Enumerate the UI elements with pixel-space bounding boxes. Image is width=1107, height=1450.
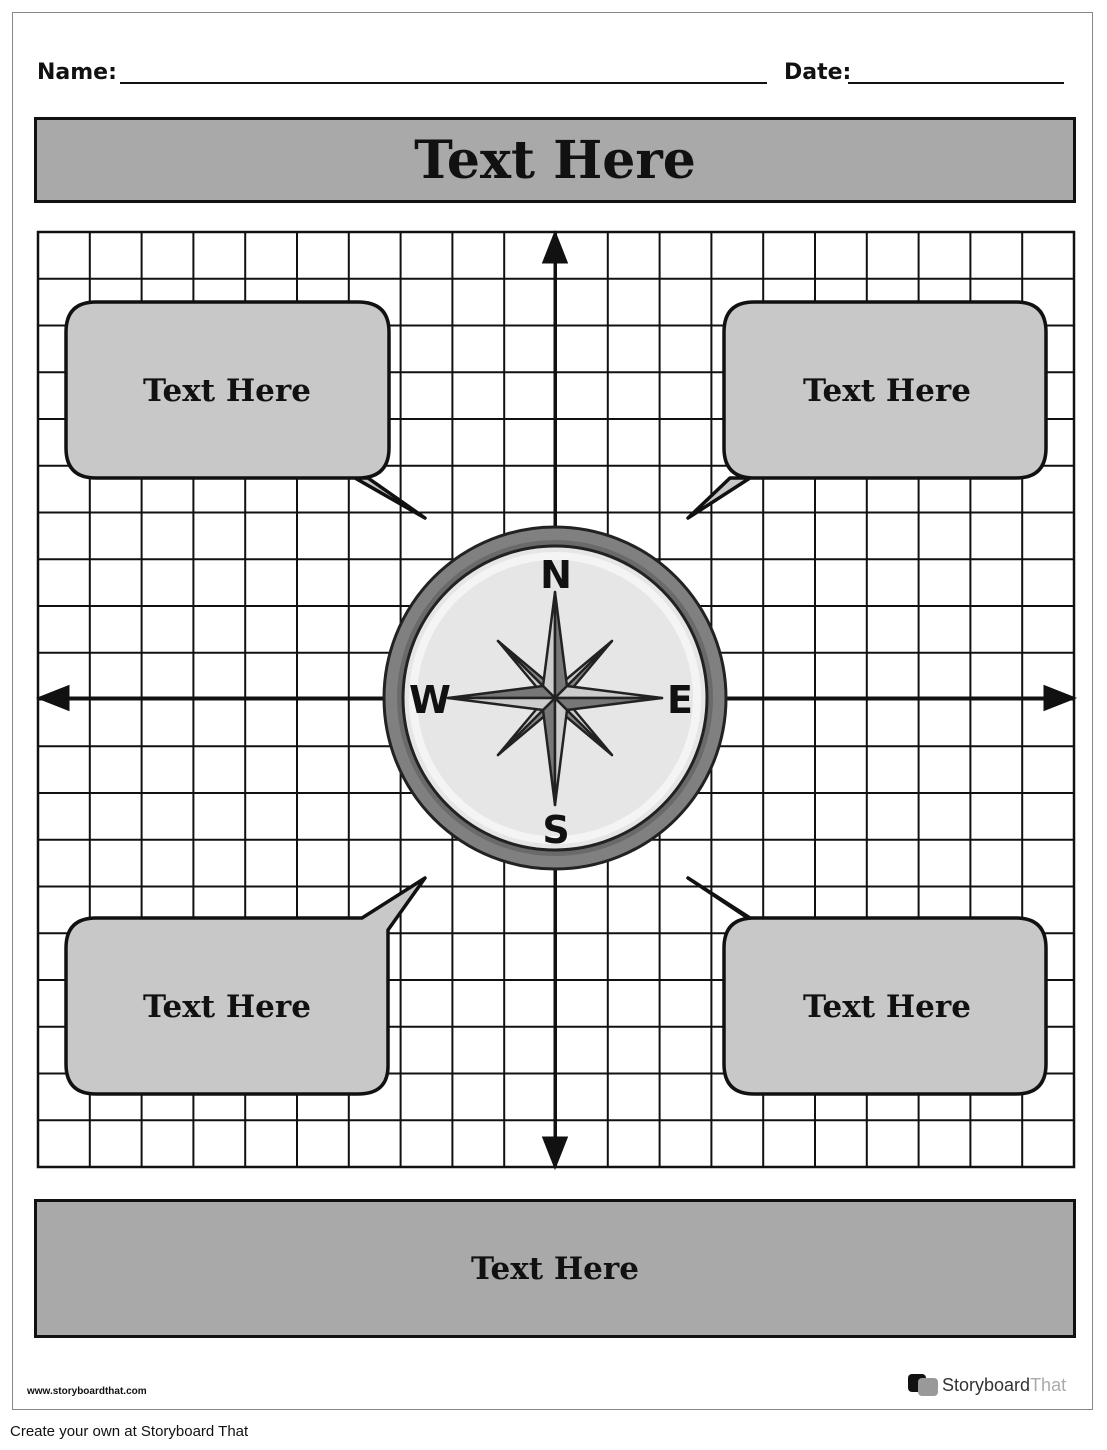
bottom-text-box[interactable]: Text Here: [34, 1199, 1076, 1338]
compass-north: N: [540, 553, 572, 597]
arrow-left-icon: [35, 684, 70, 712]
speech-bubble-top-right: [686, 300, 1048, 520]
title-box[interactable]: Text Here: [34, 117, 1076, 203]
name-label: Name:: [37, 60, 117, 85]
website-url[interactable]: www.storyboardthat.com: [27, 1386, 147, 1397]
arrow-down-icon: [541, 1136, 569, 1171]
date-field[interactable]: [848, 82, 1064, 84]
logo-main: Storyboard: [942, 1374, 1031, 1395]
speech-bubble-bottom-right: [686, 876, 1048, 1096]
speech-bubbles-icon: [908, 1374, 938, 1396]
compass-icon: N S E W: [382, 525, 728, 871]
name-field[interactable]: [120, 82, 767, 84]
bubble-text-top-left[interactable]: Text Here: [143, 373, 311, 409]
speech-bubble-bottom-left: [64, 876, 427, 1096]
arrow-right-icon: [1043, 684, 1078, 712]
arrow-up-icon: [541, 229, 569, 264]
compass-rose-icon: [446, 590, 664, 807]
compass-west: W: [409, 678, 451, 722]
compass-south: S: [542, 808, 569, 852]
logo-accent: That: [1030, 1374, 1067, 1395]
bubble-text-top-right[interactable]: Text Here: [803, 373, 971, 409]
bubble-text-bottom-left[interactable]: Text Here: [143, 989, 311, 1025]
speech-bubble-top-left: [64, 300, 427, 520]
storyboardthat-logo[interactable]: StoryboardThat: [908, 1374, 1066, 1396]
date-label: Date:: [784, 60, 852, 85]
compass-east: E: [667, 678, 693, 722]
bubble-text-bottom-right[interactable]: Text Here: [803, 989, 971, 1025]
worksheet-page: [12, 12, 1093, 1410]
create-your-own-link[interactable]: Create your own at Storyboard That: [10, 1423, 249, 1440]
